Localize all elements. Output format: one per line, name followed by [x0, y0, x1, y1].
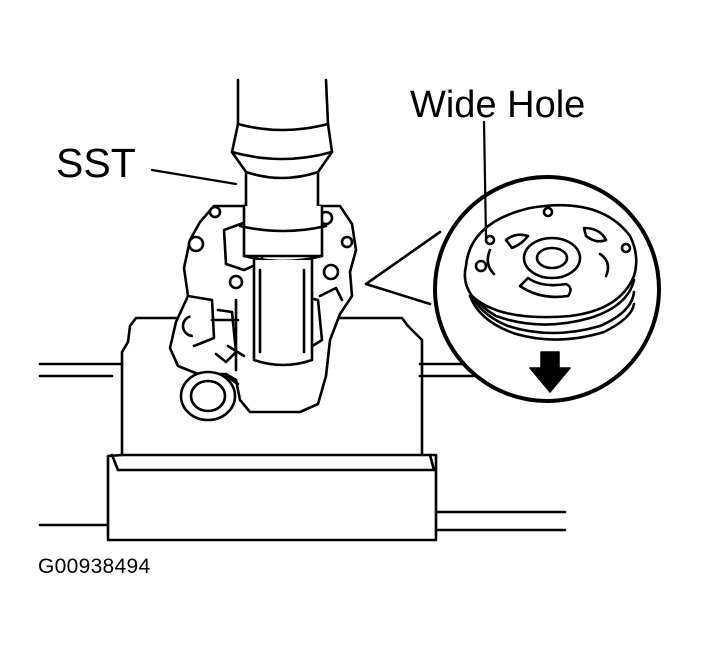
sst-tool: [230, 78, 334, 367]
arrow-down-icon: [529, 351, 571, 393]
figure-id: G00938494: [38, 555, 151, 578]
wide-hole-label: Wide Hole: [410, 84, 586, 126]
bench-rails: [38, 362, 567, 532]
sst-leader-line: [150, 168, 238, 186]
support-block: [106, 316, 438, 542]
plate-detail: [463, 204, 638, 341]
sst-label: SST: [56, 140, 136, 186]
wide-hole-leader-line: [482, 120, 488, 240]
